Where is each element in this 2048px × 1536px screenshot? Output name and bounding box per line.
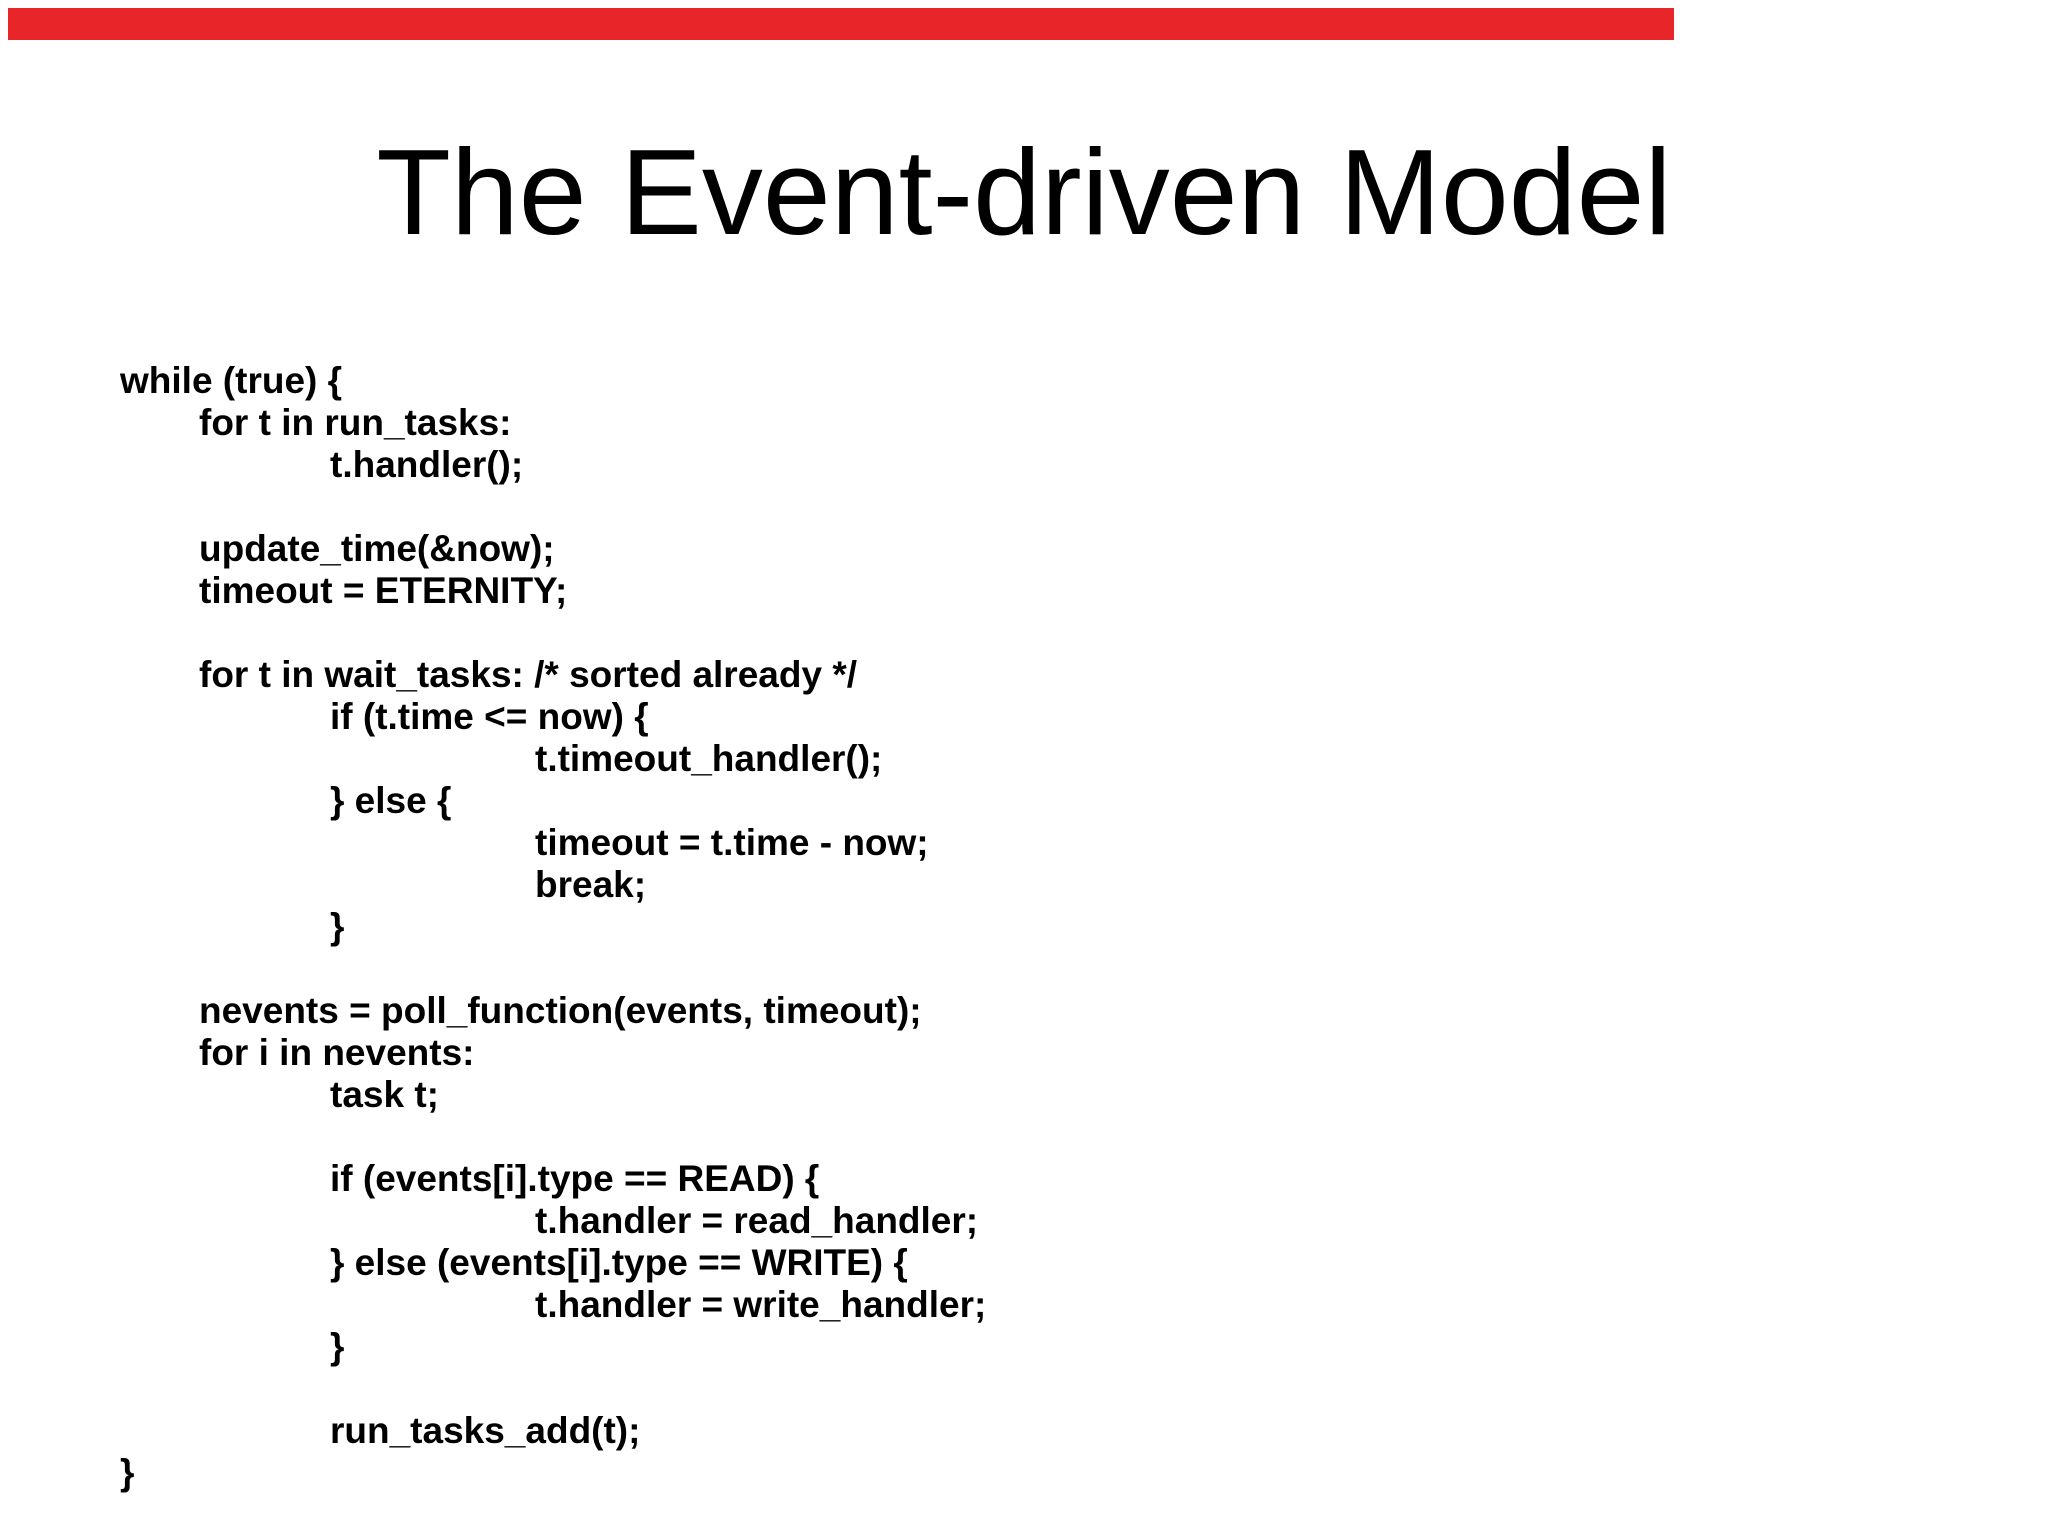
code-line: } <box>120 1452 135 1493</box>
code-line: break; <box>535 864 647 905</box>
code-line: if (events[i].type == READ) { <box>330 1158 820 1199</box>
code-line: while (true) { <box>120 360 343 401</box>
code-line: t.handler = read_handler; <box>535 1200 979 1241</box>
code-line: nevents = poll_function(events, timeout)… <box>199 990 922 1031</box>
code-line: for t in run_tasks: <box>199 402 512 443</box>
code-line: task t; <box>330 1074 439 1115</box>
code-line: for i in nevents: <box>199 1032 475 1073</box>
code-line <box>120 612 986 654</box>
code-line: update_time(&now); <box>199 528 555 569</box>
code-line: run_tasks_add(t); <box>330 1410 641 1451</box>
code-block: while (true) {for t in run_tasks:t.handl… <box>120 360 986 1494</box>
slide-title: The Event-driven Model <box>376 124 1672 260</box>
code-line: } <box>330 1326 345 1367</box>
code-line: } else (events[i].type == WRITE) { <box>330 1242 908 1283</box>
code-line: } else { <box>330 780 452 821</box>
code-line: timeout = t.time - now; <box>535 822 929 863</box>
code-line <box>120 1368 986 1410</box>
code-line: if (t.time <= now) { <box>330 696 649 737</box>
code-line: t.handler = write_handler; <box>535 1284 987 1325</box>
code-line <box>120 1116 986 1158</box>
code-line: t.timeout_handler(); <box>535 738 883 779</box>
top-red-bar <box>8 8 1674 40</box>
code-line <box>120 948 986 990</box>
code-line: t.handler(); <box>330 444 524 485</box>
code-line: timeout = ETERNITY; <box>199 570 568 611</box>
code-line <box>120 486 986 528</box>
code-line: for t in wait_tasks: /* sorted already *… <box>199 654 857 695</box>
code-line: } <box>330 906 345 947</box>
